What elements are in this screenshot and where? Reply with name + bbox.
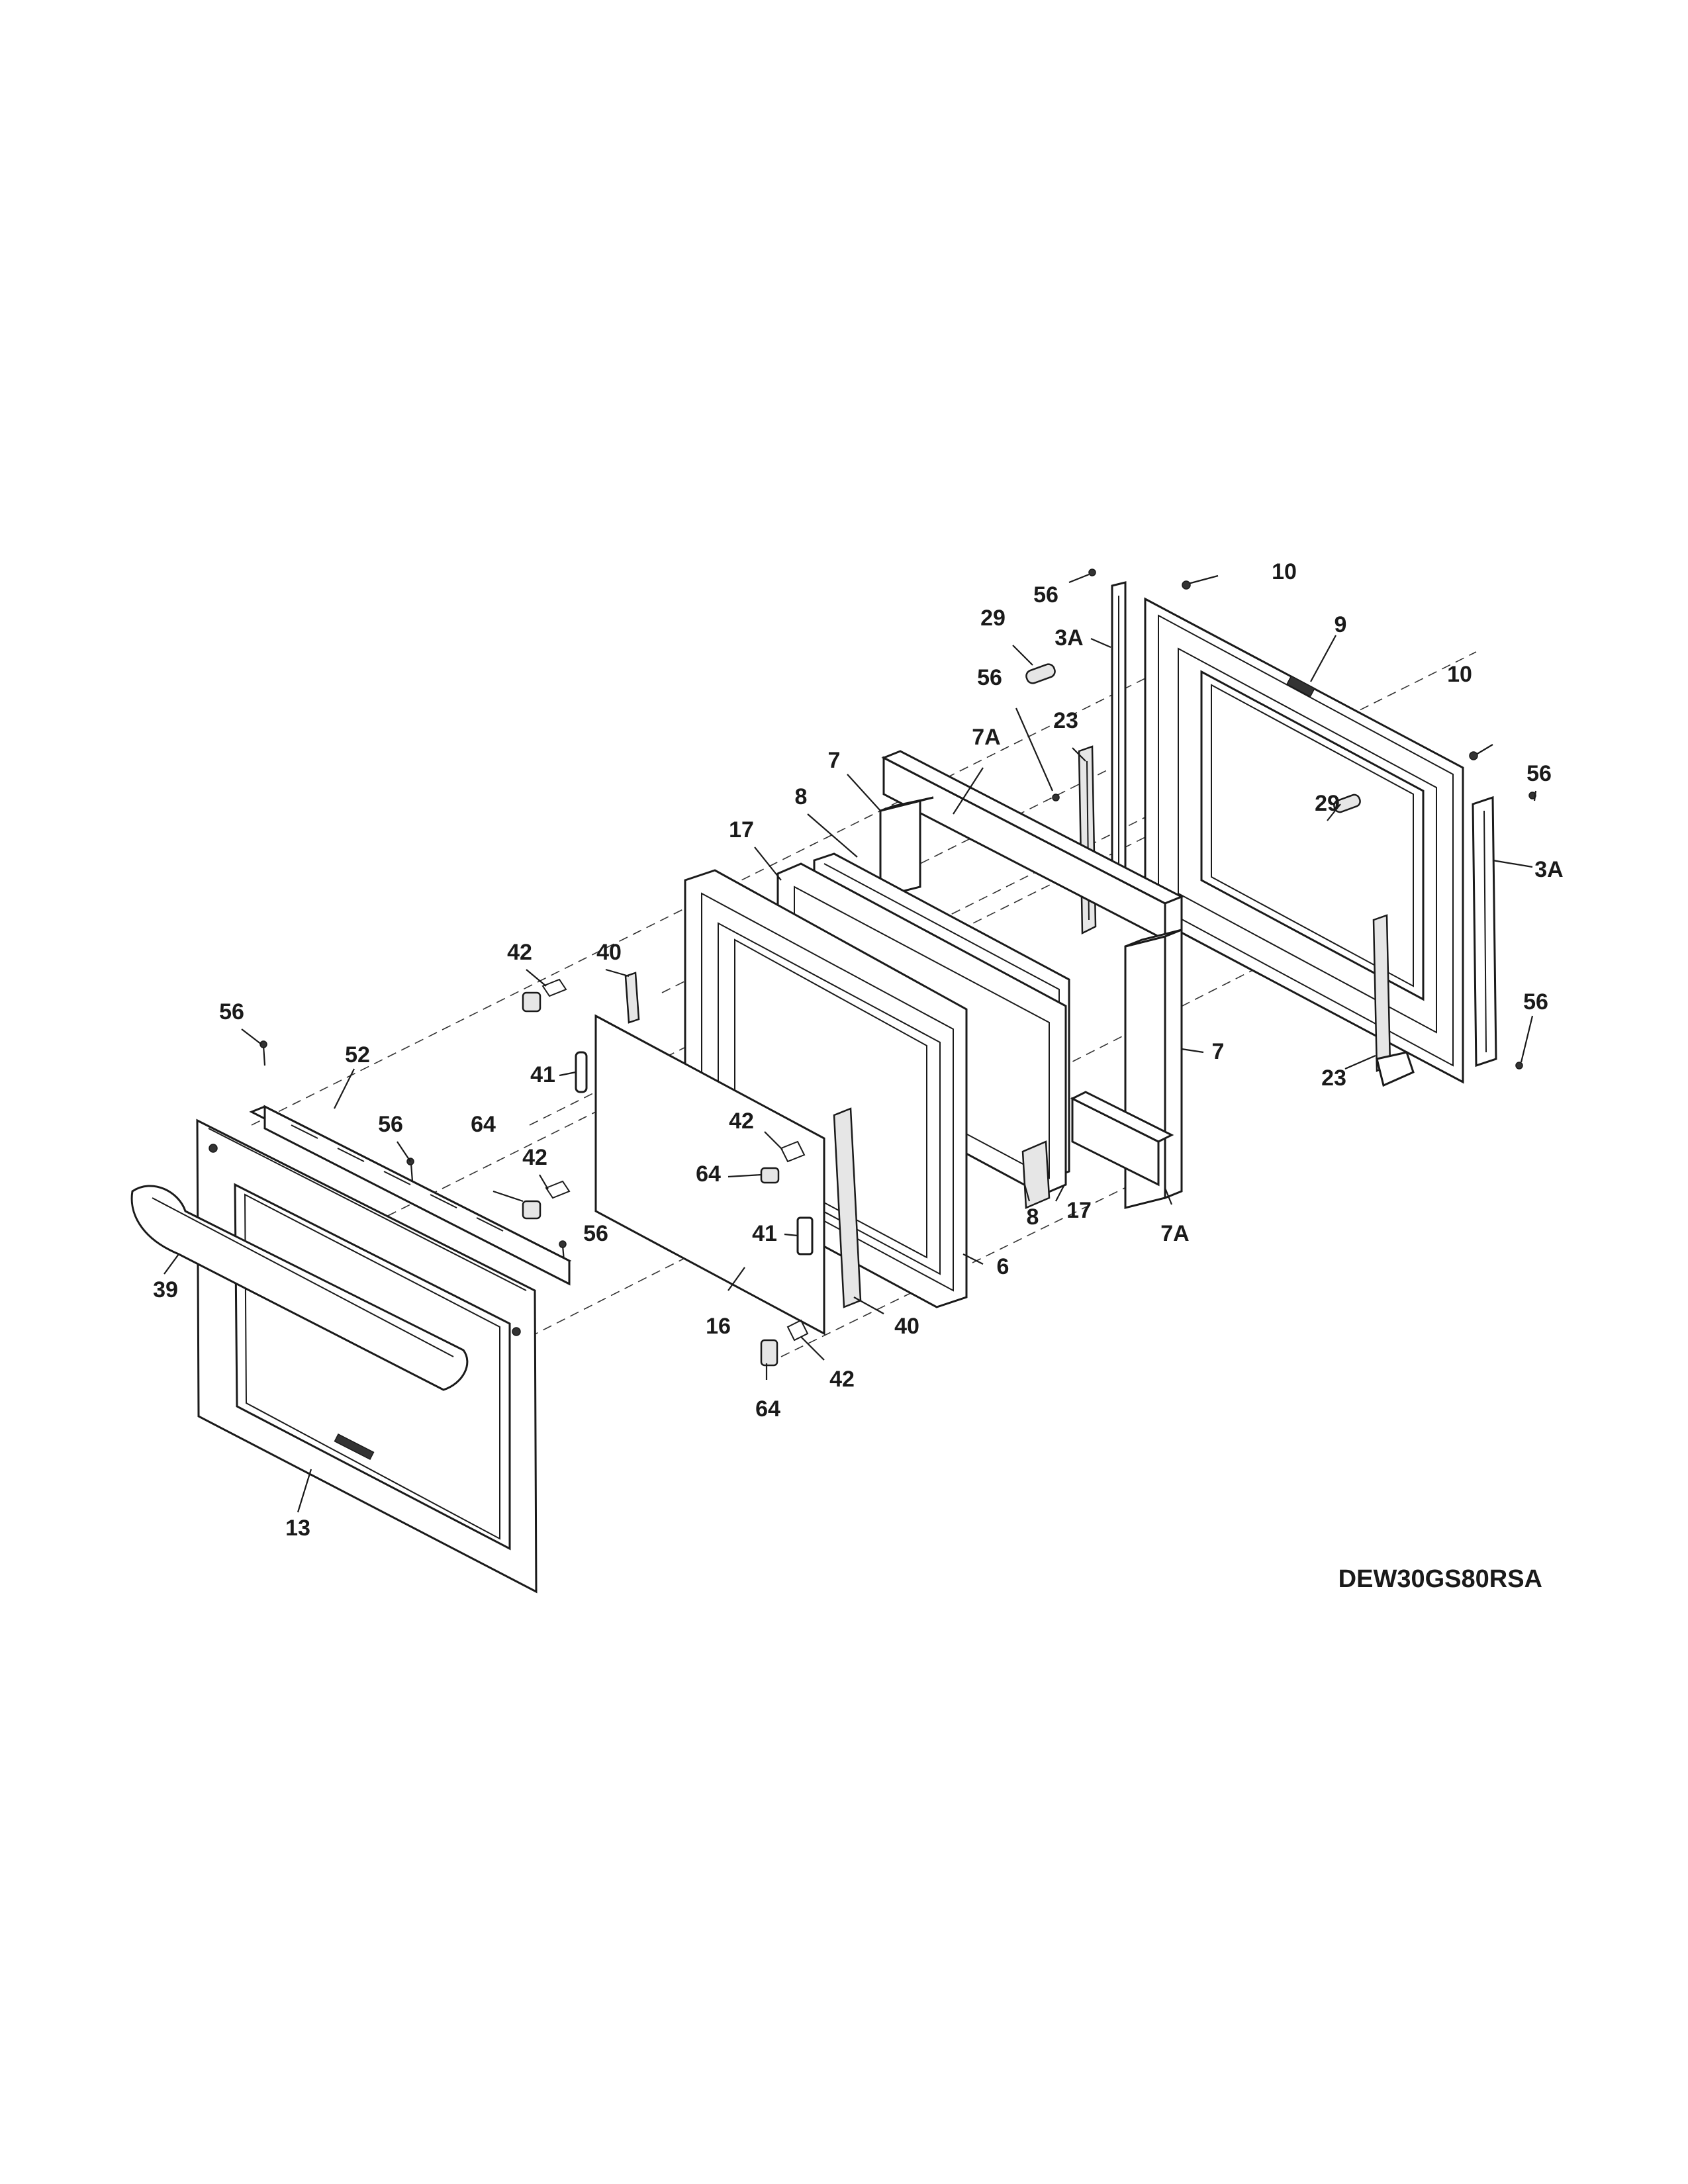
label-8-bottom: 8 (1027, 1205, 1039, 1230)
label-42-top: 42 (507, 940, 532, 965)
part-29-pin-top (1025, 663, 1056, 684)
label-16: 16 (706, 1314, 731, 1339)
label-56-low: 56 (583, 1221, 608, 1246)
part-40-bracket-top (624, 972, 640, 1024)
part-7-insulation-top (879, 796, 934, 898)
label-56-right-bottom: 56 (1523, 989, 1548, 1015)
part-13-outer-door (196, 1118, 538, 1594)
part-56-screw-left (259, 1040, 267, 1066)
label-56-top: 56 (1033, 582, 1058, 608)
part-29-pin-right (1333, 794, 1361, 813)
label-23-bottom: 23 (1321, 1066, 1346, 1091)
label-42-bottom: 42 (829, 1367, 855, 1392)
label-41-top: 41 (530, 1062, 555, 1087)
label-56-mid: 56 (977, 665, 1002, 690)
label-39: 39 (153, 1277, 178, 1302)
part-labels: 56 10 29 3A 9 10 56 23 7A 7 56 29 3A 8 1… (153, 559, 1564, 1541)
part-42-clip-bottom (786, 1319, 809, 1342)
part-64-cap-top (522, 991, 541, 1013)
part-64-cap-right (760, 1167, 780, 1184)
part-3a-side-rail-left (1111, 581, 1127, 898)
part-3a-side-rail-right (1472, 796, 1497, 1068)
label-56-left: 56 (219, 999, 244, 1024)
part-56-screw-top (1088, 569, 1096, 576)
part-52-vent-trim (249, 1105, 572, 1286)
part-56-screw-handle (406, 1158, 414, 1182)
label-64-mid: 64 (696, 1161, 721, 1187)
label-56-right-top: 56 (1526, 761, 1552, 786)
label-42-right: 42 (729, 1109, 754, 1134)
part-23-hinge-top (1078, 745, 1097, 935)
label-7-top: 7 (828, 748, 841, 773)
part-56-screw-mid (1052, 794, 1060, 801)
label-52: 52 (345, 1042, 370, 1068)
part-42-clip-mid (545, 1180, 571, 1199)
part-64-cap-mid (522, 1200, 541, 1220)
label-3a-right: 3A (1534, 857, 1563, 882)
label-40-top: 40 (596, 940, 622, 965)
part-16-inner-glass (594, 1014, 825, 1336)
label-64-bottom: 64 (755, 1396, 780, 1422)
label-10-top: 10 (1272, 559, 1297, 584)
leader-lines (164, 573, 1537, 1513)
label-40-bottom: 40 (894, 1314, 919, 1339)
label-10-right: 10 (1447, 662, 1472, 687)
label-17-top: 17 (729, 817, 754, 842)
label-41-mid: 41 (752, 1221, 777, 1246)
part-64-cap-bottom (760, 1339, 778, 1367)
label-42-mid: 42 (522, 1145, 547, 1170)
label-6: 6 (997, 1254, 1009, 1279)
label-56-handle: 56 (378, 1112, 403, 1137)
part-41-spacer-top (575, 1051, 588, 1093)
label-17-bottom: 17 (1066, 1198, 1092, 1223)
part-42-clip-right (780, 1140, 806, 1163)
label-3a-top: 3A (1055, 625, 1083, 651)
model-code: DEW30GS80RSA (1338, 1565, 1542, 1593)
label-64-left: 64 (471, 1112, 496, 1137)
label-23-top: 23 (1053, 708, 1078, 733)
label-8-top: 8 (795, 784, 808, 809)
label-13: 13 (285, 1516, 310, 1541)
label-7a-top: 7A (972, 725, 1000, 750)
part-39-handle (130, 1185, 469, 1391)
part-7a-insulation-bottom (1070, 1091, 1174, 1187)
label-7-right: 7 (1212, 1039, 1225, 1064)
label-29-right: 29 (1315, 791, 1340, 816)
part-42-clip-top (541, 978, 567, 997)
part-10-screw-right (1469, 744, 1493, 760)
part-23-hinge-bottom (1372, 914, 1415, 1087)
part-56-screw-right-bottom (1515, 1062, 1523, 1069)
part-10-screw-top (1182, 574, 1219, 590)
part-41-spacer-mid (796, 1216, 814, 1255)
label-7a-bottom: 7A (1160, 1221, 1189, 1246)
label-9: 9 (1335, 612, 1347, 637)
label-29-top: 29 (980, 606, 1006, 631)
part-9-door-liner (1144, 597, 1464, 1084)
